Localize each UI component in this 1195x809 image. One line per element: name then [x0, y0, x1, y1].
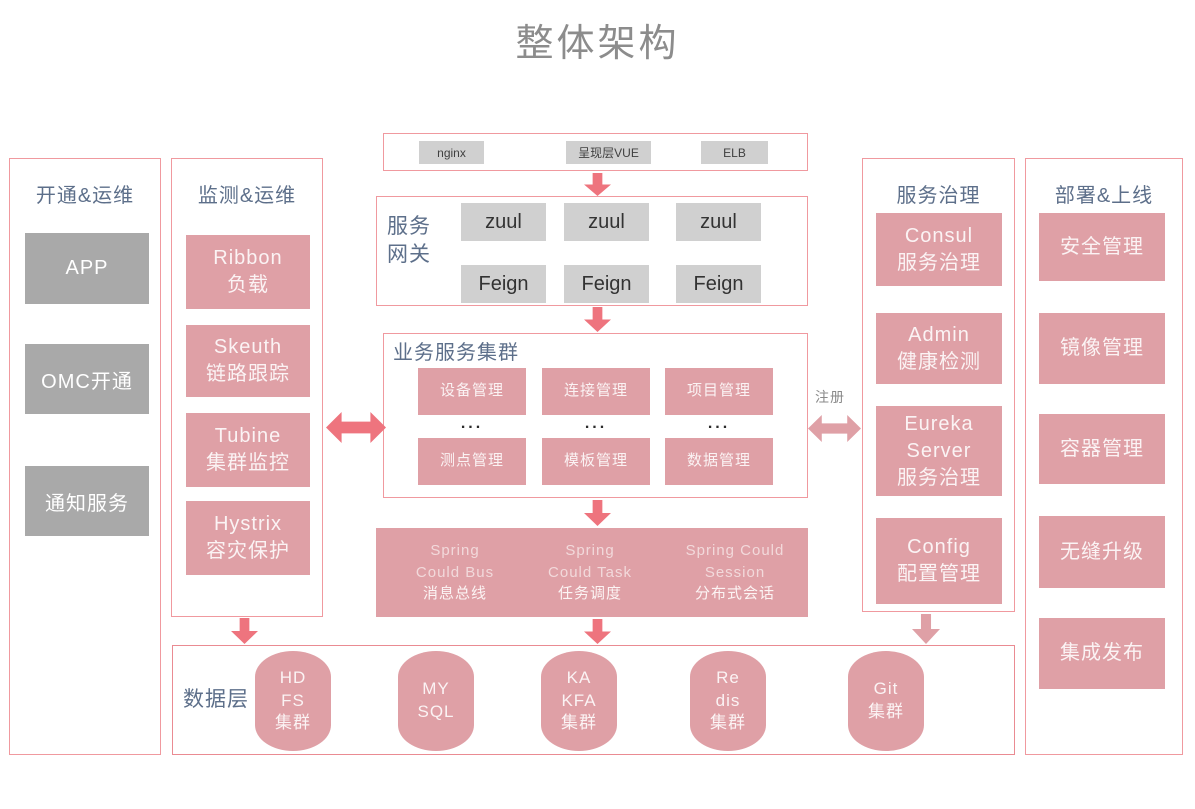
node-hystrix: Hystrix 容灾保护 — [186, 501, 310, 575]
business-cluster-box: 业务服务集群 设备管理 连接管理 项目管理 ... ... ... 测点管理 模… — [383, 333, 808, 498]
spring-session-en: Spring Could Session — [685, 541, 785, 581]
node-zuul-2: zuul — [564, 203, 649, 241]
monitoring-header: 监测&运维 — [197, 185, 297, 207]
presentation-bar: nginx 呈现层VUE ELB — [383, 133, 808, 171]
node-ribbon: Ribbon 负载 — [186, 235, 310, 309]
node-integration-release: 集成发布 — [1039, 618, 1165, 689]
provisioning-header: 开通&运维 — [35, 185, 135, 207]
deployment-header: 部署&上线 — [1054, 185, 1154, 207]
node-seamless-upgrade: 无缝升级 — [1039, 516, 1165, 588]
governance-header: 服务治理 — [896, 185, 981, 207]
monitoring-column: 监测&运维 Ribbon 负载 Skeuth 链路跟踪 Tubine 集群监控 … — [171, 158, 323, 617]
data-layer-label: 数据层 — [183, 688, 249, 711]
node-admin: Admin 健康检测 — [876, 313, 1002, 384]
node-hdfs-cluster: HD FS 集群 — [255, 651, 331, 751]
spring-task-zh: 任务调度 — [557, 585, 622, 603]
node-zuul-1: zuul — [461, 203, 546, 241]
arrow-down-to-business — [584, 307, 611, 332]
node-template-mgmt: 模板管理 — [542, 438, 650, 485]
arrow-governance-to-data — [912, 614, 940, 644]
node-data-mgmt: 数据管理 — [665, 438, 773, 485]
node-vue: 呈现层VUE — [566, 141, 651, 164]
deployment-column: 部署&上线 安全管理 镜像管理 容器管理 无缝升级 集成发布 — [1025, 158, 1183, 755]
arrow-business-governance — [808, 415, 861, 442]
node-spring-session: Spring Could Session 分布式会话 — [665, 528, 805, 617]
node-spring-bus: Spring Could Bus 消息总线 — [395, 528, 515, 617]
node-point-mgmt: 测点管理 — [418, 438, 526, 485]
node-redis-cluster: Re dis 集群 — [690, 651, 766, 751]
arrow-monitoring-business — [326, 412, 386, 443]
ellipsis-3: ... — [707, 415, 731, 432]
node-skeuth: Skeuth 链路跟踪 — [186, 325, 310, 397]
node-config: Config 配置管理 — [876, 518, 1002, 604]
node-feign-3: Feign — [676, 265, 761, 303]
node-mysql: MY SQL — [398, 651, 474, 751]
spring-cloud-bar: Spring Could Bus 消息总线 Spring Could Task … — [376, 528, 808, 617]
arrow-down-to-spring — [584, 500, 611, 526]
node-feign-2: Feign — [564, 265, 649, 303]
spring-bus-zh: 消息总线 — [422, 585, 487, 603]
node-zuul-3: zuul — [676, 203, 761, 241]
node-device-mgmt: 设备管理 — [418, 368, 526, 415]
node-notify: 通知服务 — [25, 466, 149, 536]
ellipsis-1: ... — [460, 415, 484, 432]
arrow-down-to-gateway — [584, 173, 611, 196]
arrow-monitoring-to-data — [231, 618, 258, 644]
node-project-mgmt: 项目管理 — [665, 368, 773, 415]
node-image-mgmt: 镜像管理 — [1039, 313, 1165, 384]
node-kafka-cluster: KA KFA 集群 — [541, 651, 617, 751]
provisioning-column: 开通&运维 APP OMC开通 通知服务 — [9, 158, 161, 755]
spring-session-zh: 分布式会话 — [694, 585, 775, 603]
node-container-mgmt: 容器管理 — [1039, 414, 1165, 484]
node-spring-task: Spring Could Task 任务调度 — [530, 528, 650, 617]
node-eureka: Eureka Server 服务治理 — [876, 406, 1002, 496]
spring-task-en: Spring Could Task — [548, 541, 632, 581]
node-app: APP — [25, 233, 149, 304]
node-elb: ELB — [701, 141, 768, 164]
node-feign-1: Feign — [461, 265, 546, 303]
node-security-mgmt: 安全管理 — [1039, 213, 1165, 281]
data-layer-box: 数据层 HD FS 集群 MY SQL KA KFA 集群 Re dis 集群 … — [172, 645, 1015, 755]
gateway-label: 服务 网关 — [387, 215, 431, 267]
governance-column: 服务治理 Consul 服务治理 Admin 健康检测 Eureka Serve… — [862, 158, 1015, 612]
arrow-down-to-data — [584, 619, 611, 644]
spring-bus-en: Spring Could Bus — [415, 541, 495, 581]
ellipsis-2: ... — [584, 415, 608, 432]
register-label: 注册 — [815, 389, 845, 405]
gateway-box: 服务 网关 zuul zuul zuul Feign Feign Feign — [376, 196, 808, 306]
page-title: 整体架构 — [515, 23, 680, 65]
business-label: 业务服务集群 — [393, 342, 519, 364]
node-omc: OMC开通 — [25, 344, 149, 414]
node-consul: Consul 服务治理 — [876, 213, 1002, 286]
node-nginx: nginx — [419, 141, 484, 164]
node-git-cluster: Git 集群 — [848, 651, 924, 751]
node-connection-mgmt: 连接管理 — [542, 368, 650, 415]
node-tubine: Tubine 集群监控 — [186, 413, 310, 487]
